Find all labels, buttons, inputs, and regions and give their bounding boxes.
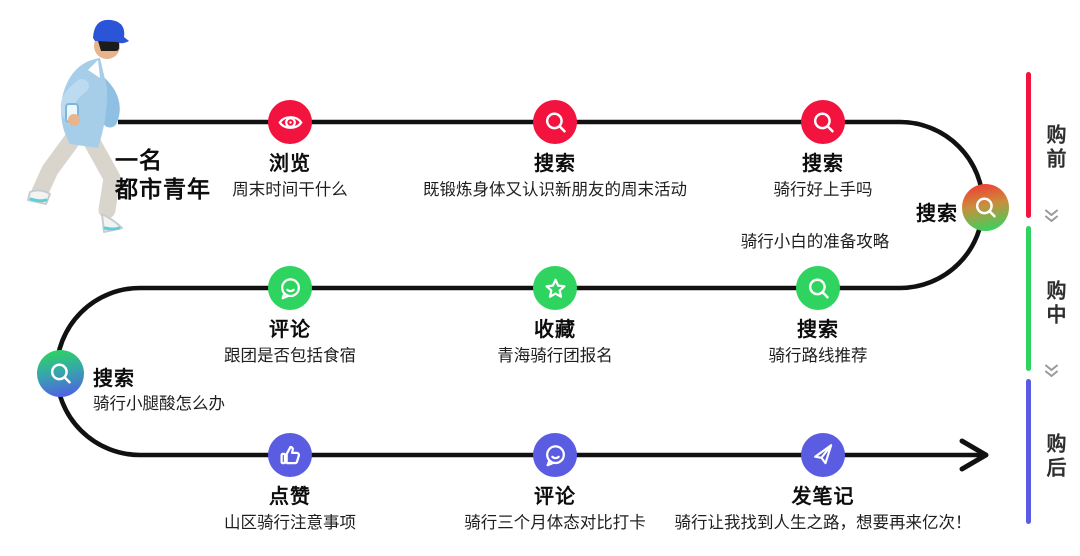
node-description: 骑行三个月体态对比打卡 bbox=[464, 514, 646, 532]
node-like bbox=[268, 433, 312, 477]
node-post-note bbox=[801, 433, 845, 477]
node-action-label: 搜索 bbox=[797, 319, 839, 341]
node-action-label: 搜索 bbox=[916, 203, 958, 225]
magnifier-icon bbox=[50, 363, 71, 384]
node-action-label: 浏览 bbox=[269, 153, 311, 175]
paper-plane-icon bbox=[813, 443, 832, 464]
stage-label-pre-purchase: 购前 bbox=[1043, 124, 1065, 172]
node-action-label: 搜索 bbox=[802, 153, 844, 175]
node-search-4 bbox=[796, 266, 840, 310]
node-description: 骑行小腿酸怎么办 bbox=[93, 395, 225, 413]
comment-icon bbox=[280, 277, 300, 299]
eye-icon bbox=[277, 115, 303, 129]
arrow-right-icon bbox=[959, 438, 989, 472]
node-comment-2 bbox=[533, 433, 577, 477]
magnifier-icon bbox=[545, 111, 566, 133]
stage-bar-pre-purchase bbox=[1026, 72, 1031, 218]
node-action-label: 搜索 bbox=[534, 153, 576, 175]
magnifier-icon bbox=[975, 197, 996, 218]
star-icon bbox=[544, 278, 566, 298]
node-description: 骑行路线推荐 bbox=[768, 347, 868, 365]
node-search-5 bbox=[37, 350, 84, 397]
node-description: 骑行好上手吗 bbox=[773, 181, 873, 199]
persona-title: 一名 都市青年 bbox=[115, 146, 211, 205]
persona-title-line2: 都市青年 bbox=[115, 176, 211, 203]
double-chevron-down-icon bbox=[1043, 363, 1060, 379]
stage-label-mid-purchase: 购中 bbox=[1043, 280, 1065, 328]
stage-bar-mid-purchase bbox=[1026, 226, 1031, 371]
double-chevron-down-icon bbox=[1043, 208, 1060, 224]
node-description: 既锻炼身体又认识新朋友的周末活动 bbox=[423, 181, 687, 199]
magnifier-icon bbox=[813, 111, 834, 133]
node-description: 骑行小白的准备攻略 bbox=[740, 233, 890, 251]
node-description: 骑行让我找到人生之路，想要再来亿次！ bbox=[674, 514, 972, 532]
node-search-1 bbox=[533, 100, 577, 144]
node-action-label: 搜索 bbox=[93, 368, 135, 390]
node-description: 青海骑行团报名 bbox=[497, 347, 613, 365]
persona-title-line1: 一名 bbox=[115, 147, 163, 173]
node-action-label: 点赞 bbox=[269, 486, 311, 508]
node-description: 周末时间干什么 bbox=[232, 181, 348, 199]
node-action-label: 收藏 bbox=[534, 319, 576, 341]
stage-label-post-purchase: 购后 bbox=[1043, 433, 1065, 481]
node-action-label: 评论 bbox=[534, 486, 576, 508]
node-action-label: 发笔记 bbox=[791, 486, 855, 508]
stage-bar-post-purchase bbox=[1026, 379, 1031, 524]
node-browse bbox=[268, 100, 312, 144]
node-search-2 bbox=[801, 100, 845, 144]
comment-icon bbox=[545, 444, 565, 466]
node-action-label: 评论 bbox=[269, 319, 311, 341]
node-favorite bbox=[533, 266, 577, 310]
node-comment-1 bbox=[268, 266, 312, 310]
node-search-3 bbox=[962, 184, 1009, 231]
node-description: 山区骑行注意事项 bbox=[224, 514, 356, 532]
thumbs-up-icon bbox=[279, 445, 300, 464]
node-description: 跟团是否包括食宿 bbox=[224, 347, 356, 365]
magnifier-icon bbox=[808, 277, 829, 299]
persona-figure bbox=[10, 6, 135, 238]
